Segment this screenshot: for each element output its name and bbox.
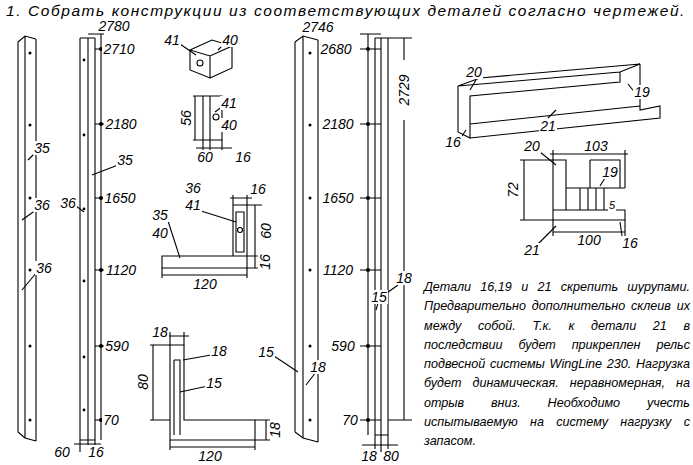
callout-number: 18 bbox=[268, 421, 282, 439]
callout-number: 18 bbox=[151, 325, 169, 339]
callout-number: 590 bbox=[104, 339, 129, 353]
callout-number: 590 bbox=[330, 339, 355, 353]
callout-number: 41 bbox=[220, 96, 238, 110]
callout-number: 18 bbox=[210, 344, 228, 358]
callout-number: 21 bbox=[523, 243, 541, 257]
callout-number: 35 bbox=[116, 153, 134, 167]
callout-number: 1650 bbox=[321, 191, 354, 205]
callout-number: 16 bbox=[249, 182, 267, 196]
callout-number: 2180 bbox=[321, 117, 354, 131]
callout-number: 2180 bbox=[104, 117, 137, 131]
callout-number: 41 bbox=[163, 33, 181, 47]
callout-number: 19 bbox=[601, 165, 619, 179]
callout-number: 100 bbox=[576, 233, 601, 247]
callout-number: 35 bbox=[151, 208, 169, 222]
callout-number: 120 bbox=[197, 449, 222, 463]
callout-number: 35 bbox=[33, 141, 51, 155]
callout-number: 1120 bbox=[105, 263, 137, 277]
drawing-title: 1. Собрать конструкции из соответствующи… bbox=[6, 3, 686, 19]
callout-number: 16 bbox=[87, 445, 105, 459]
callout-number: 20 bbox=[523, 139, 541, 153]
callout-number: 36 bbox=[184, 181, 202, 195]
callout-number: 15 bbox=[257, 345, 275, 359]
callout-number: 41 bbox=[184, 198, 202, 212]
callout-number: 16 bbox=[258, 253, 272, 271]
callout-number: 60 bbox=[53, 445, 71, 459]
callout-number: 15 bbox=[370, 290, 388, 304]
callout-number: 40 bbox=[151, 226, 169, 240]
callout-number: 16 bbox=[621, 236, 639, 250]
callout-number: 21 bbox=[539, 119, 557, 133]
callout-number: 1120 bbox=[322, 263, 354, 277]
callout-number: 70 bbox=[102, 413, 120, 427]
callout-number: 60 bbox=[196, 150, 214, 164]
callout-number: 16 bbox=[444, 135, 462, 149]
callout-number: 19 bbox=[633, 85, 651, 99]
assembly-note: Детали 16,19 и 21 скрепить шурупами. Пре… bbox=[424, 278, 690, 452]
callout-number: 2710 bbox=[102, 42, 135, 56]
callout-number: 72 bbox=[506, 181, 520, 199]
callout-number: 80 bbox=[136, 373, 150, 391]
callout-number: 36 bbox=[35, 261, 53, 275]
callout-number: 2780 bbox=[97, 19, 130, 33]
callout-number: 40 bbox=[221, 33, 239, 47]
callout-number: 70 bbox=[341, 413, 359, 427]
callout-number: 2680 bbox=[319, 42, 352, 56]
callout-number: 5 bbox=[608, 200, 616, 211]
callout-number: 15 bbox=[205, 376, 223, 390]
callout-number: 20 bbox=[465, 65, 483, 79]
callout-number: 1650 bbox=[103, 191, 136, 205]
callout-number: 80 bbox=[382, 449, 400, 463]
callout-number: 16 bbox=[234, 150, 252, 164]
callout-number: 56 bbox=[179, 109, 193, 127]
callout-number: 36 bbox=[59, 196, 77, 210]
callout-number: 36 bbox=[33, 198, 51, 212]
callout-number: 18 bbox=[360, 449, 378, 463]
callout-number: 18 bbox=[309, 360, 327, 374]
callout-number: 120 bbox=[192, 277, 217, 291]
callout-number: 18 bbox=[395, 271, 413, 285]
callout-number: 2729 bbox=[397, 73, 411, 106]
callout-number: 2746 bbox=[301, 20, 334, 34]
callout-number: 103 bbox=[583, 139, 608, 153]
callout-number: 60 bbox=[259, 222, 273, 240]
callout-number: 40 bbox=[220, 118, 238, 132]
